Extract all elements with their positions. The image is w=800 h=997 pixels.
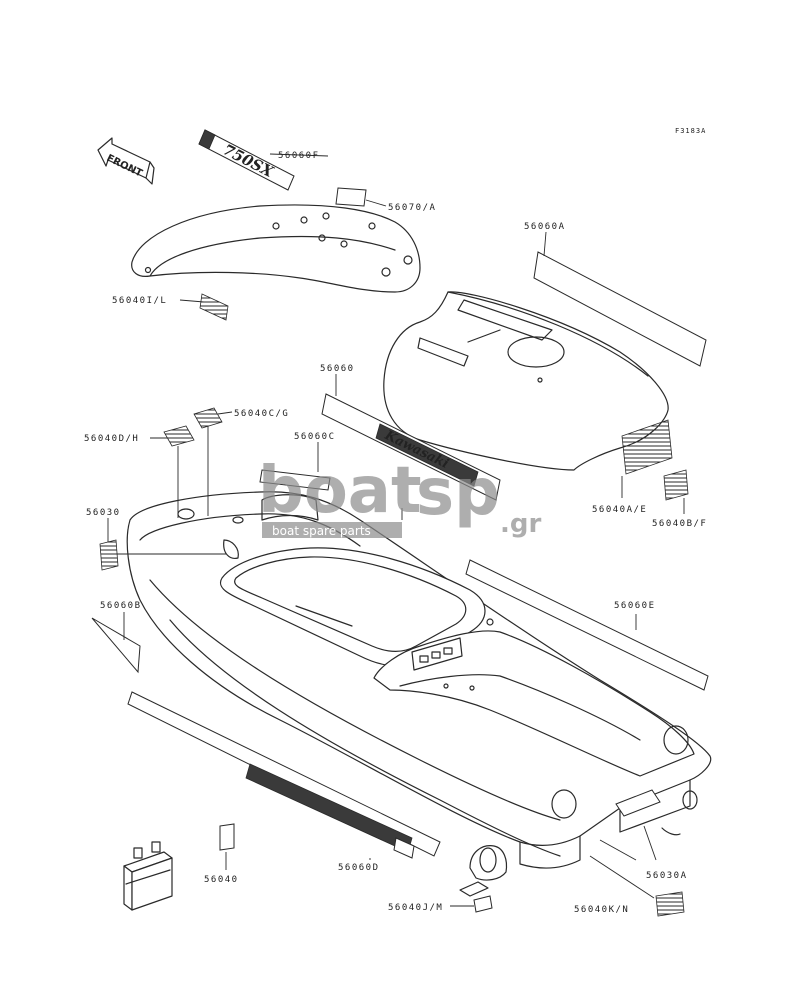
label-56040bf: 56040B/F [652,519,707,529]
label-56060e: 56060E [614,601,656,611]
front-hood-part [131,204,421,293]
label-56060f: 56060F [278,151,320,161]
stripe-56060c [259,469,331,491]
watermark-logo: boat sp .gr boat spare parts [258,454,541,539]
decal-56030a [615,789,661,817]
engine-cover-part [383,291,669,471]
figure-code: F3183A [675,127,706,135]
label-56030: 56030 [86,508,121,518]
label-56060d: 56060D [338,863,380,873]
label-56040il: 56040I/L [112,296,167,306]
label-56040cg: 56040C/G [234,409,289,419]
watermark-brand-right: sp [416,456,500,530]
leader-lines [107,153,685,907]
fuel-cap-icon [459,845,508,897]
label-56040dh: 56040D/H [84,434,139,444]
part-labels: 56060F 56070/A 56060A 56040I/L 56060 560… [84,151,707,915]
label-56060: 56060 [320,364,355,374]
battery-icon [123,841,173,911]
label-56040ae: 56040A/E [592,505,647,515]
decal-56040il [199,293,229,321]
decal-56040cg [193,407,223,429]
decal-56040bf [663,469,689,501]
label-56060c: 56060C [294,432,336,442]
label-56040: 56040 [204,875,239,885]
decal-56040dh [163,425,195,447]
decal-56040 [219,823,235,851]
watermark-brand-left: boat [258,454,422,528]
stripe-56060a [533,251,707,367]
label-56060b: 56060B [100,601,142,611]
decal-56040ae [621,419,673,475]
label-56040jm: 56040J/M [388,903,443,913]
decal-56070a [335,187,367,207]
watermark-domain: .gr [500,509,541,539]
label-56040kn: 56040K/N [574,905,629,915]
stripe-56060b [91,617,141,674]
decal-56030 [99,539,119,571]
model-badge-text: 750SX [220,141,277,182]
stripe-56060e [465,559,709,691]
front-arrow-icon: FRONT [97,137,155,185]
hull-part [126,491,712,869]
decal-56040kn [655,891,685,917]
decal-56040jm [473,895,493,913]
stripe-56060d [127,691,441,859]
watermark-tagline: boat spare parts [272,524,371,538]
label-56030a: 56030A [646,871,688,881]
label-56060a: 56060A [524,222,566,232]
label-56070a: 56070/A [388,203,436,213]
